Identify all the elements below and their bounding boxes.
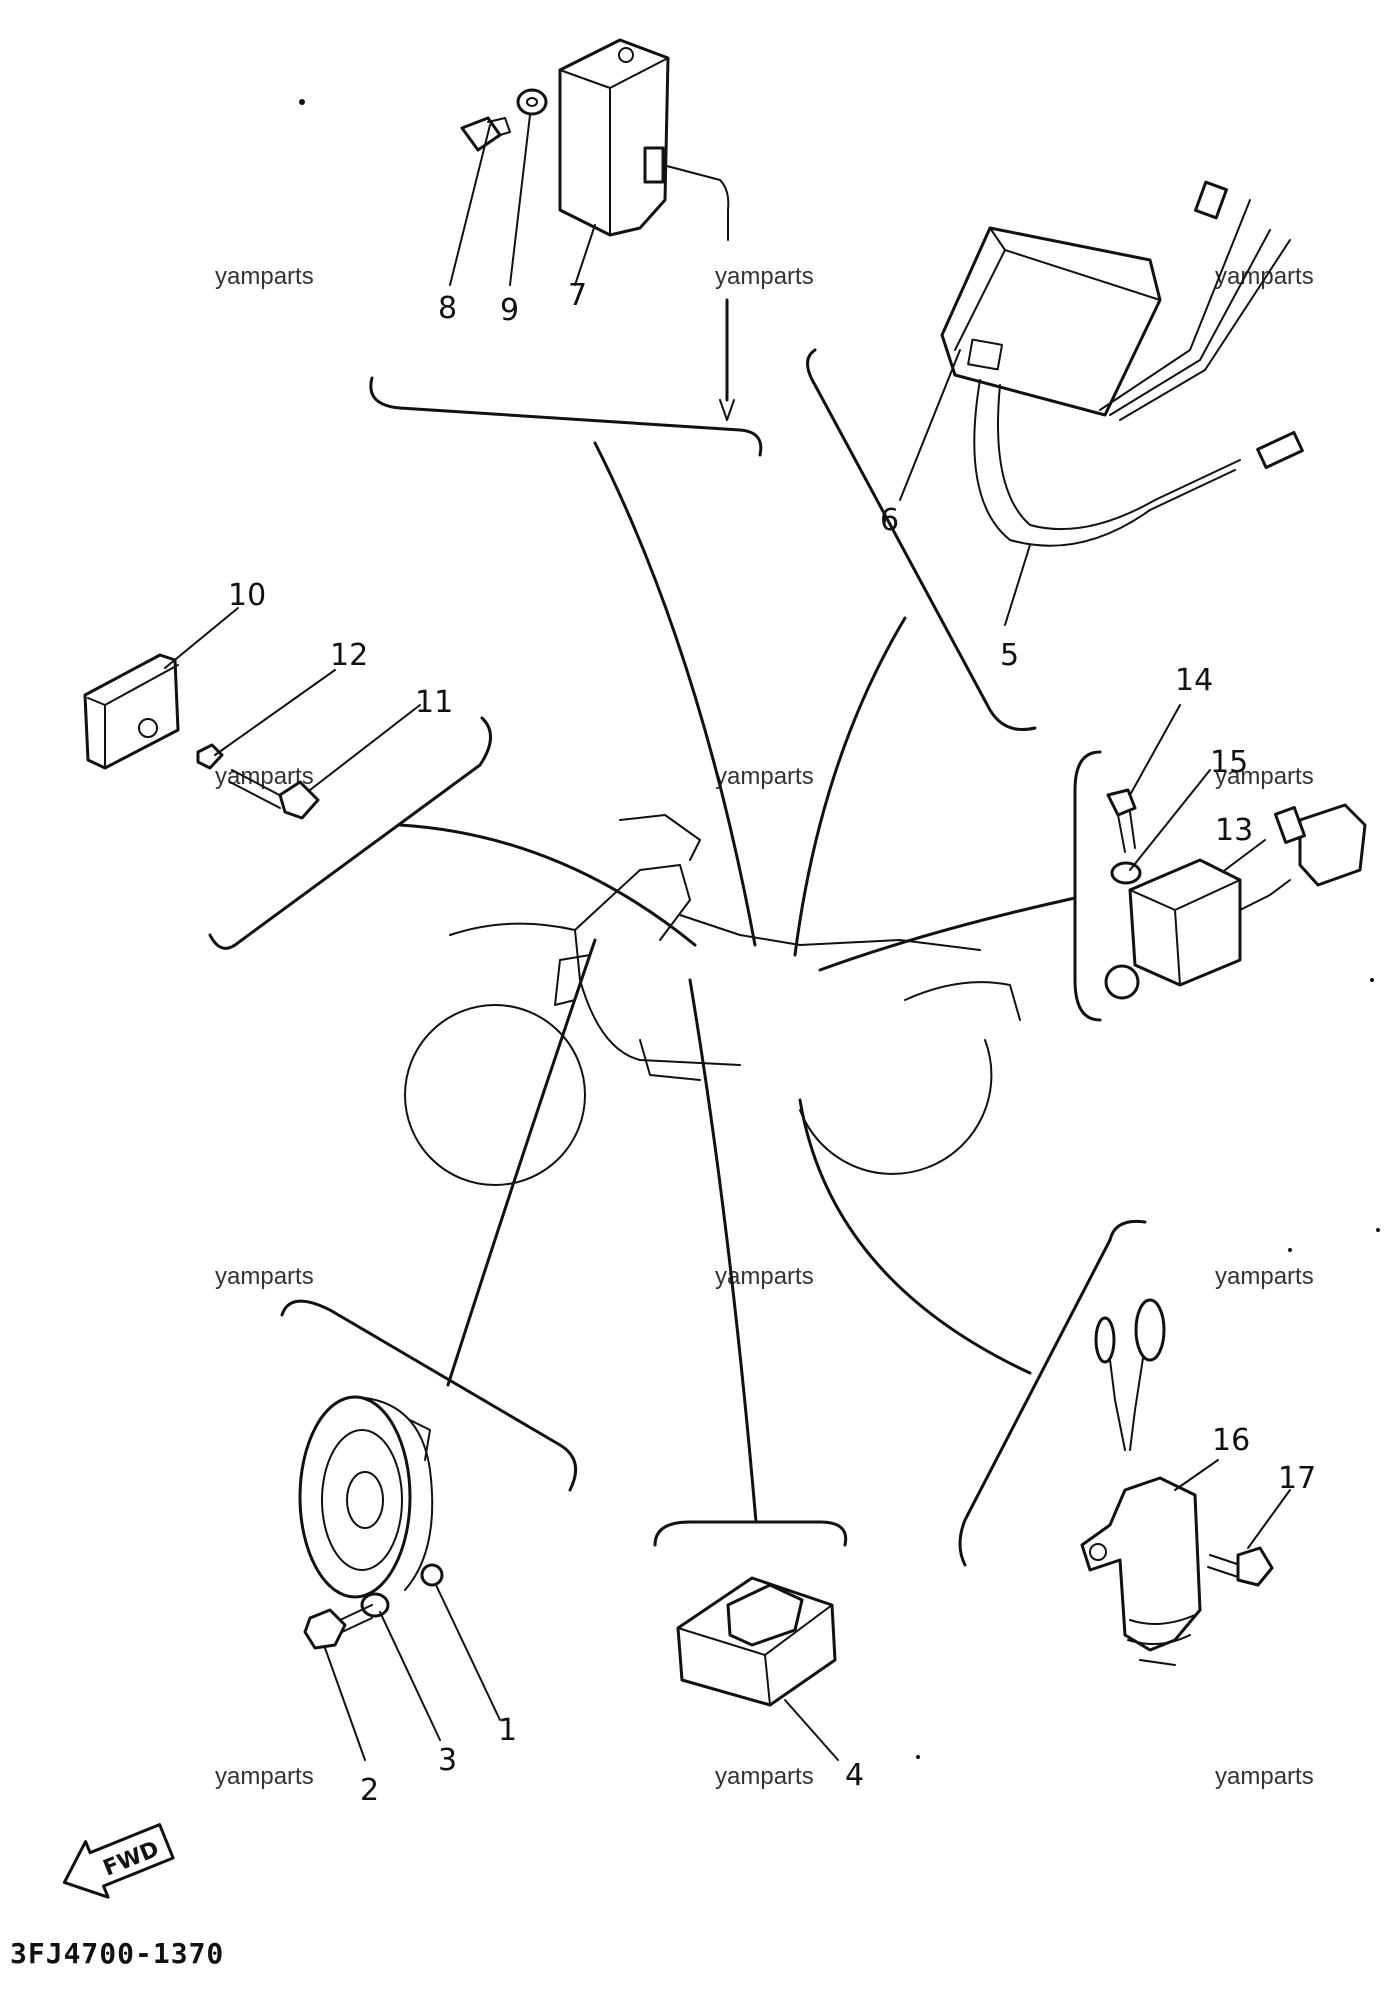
callout-1: 1 <box>498 1713 517 1748</box>
washer-part-15 <box>1110 861 1142 885</box>
callout-leaders <box>164 114 1291 1761</box>
coil-part-13 <box>1104 803 1367 1000</box>
group-brackets <box>208 348 1147 1567</box>
regulator-part-6 <box>940 226 1162 417</box>
callout-3: 3 <box>438 1743 457 1778</box>
callout-12: 12 <box>330 638 368 673</box>
watermark: yamparts <box>715 263 814 290</box>
callout-11: 11 <box>415 685 453 720</box>
bolt-part-11 <box>229 769 320 820</box>
watermark: yamparts <box>215 1763 314 1790</box>
leader-lines <box>398 441 1077 1524</box>
fwd-arrow: FWD <box>62 1823 175 1899</box>
callout-6: 6 <box>880 503 899 538</box>
motorcycle-outline <box>404 814 1021 1186</box>
relay-box-part-4 <box>676 1576 837 1707</box>
scan-specks <box>299 99 1380 1759</box>
horn-part-1 <box>298 1395 444 1599</box>
callout-4: 4 <box>845 1758 864 1793</box>
callout-17: 17 <box>1278 1461 1316 1496</box>
washer-part-3 <box>360 1592 390 1618</box>
callout-numbers: 1 2 3 4 5 6 7 8 9 10 11 12 13 14 15 16 1… <box>228 278 1316 1808</box>
callout-7: 7 <box>568 278 587 313</box>
callout-16: 16 <box>1212 1423 1250 1458</box>
watermark: yamparts <box>215 1263 314 1290</box>
diagram-code: 3FJ4700-1370 <box>10 1937 224 1970</box>
watermark: yamparts <box>1215 1263 1314 1290</box>
switch-part-16 <box>1080 1298 1202 1666</box>
watermarks: yamparts yamparts yamparts yamparts yamp… <box>215 263 1314 1790</box>
wire-harness-part-5 <box>973 180 1304 547</box>
relay-part-10 <box>83 653 180 770</box>
callout-14: 14 <box>1175 663 1213 698</box>
cdi-unit-part-7 <box>558 38 735 421</box>
bolt-part-2 <box>303 1604 373 1650</box>
callout-15: 15 <box>1210 745 1248 780</box>
watermark: yamparts <box>215 263 314 290</box>
watermark: yamparts <box>1215 763 1314 790</box>
watermark: yamparts <box>1215 263 1314 290</box>
callout-9: 9 <box>500 293 519 328</box>
bolt-part-8 <box>460 116 511 152</box>
callout-5: 5 <box>1000 638 1019 673</box>
watermark: yamparts <box>1215 1763 1314 1790</box>
bolt-part-14 <box>1106 788 1137 853</box>
callout-10: 10 <box>228 578 266 613</box>
washer-part-12 <box>196 743 224 770</box>
washer-part-9 <box>516 88 548 116</box>
callout-8: 8 <box>438 291 457 326</box>
callout-2: 2 <box>360 1773 379 1808</box>
bolt-part-17 <box>1207 1546 1274 1587</box>
callout-13: 13 <box>1215 813 1253 848</box>
watermark: yamparts <box>715 1763 814 1790</box>
watermark: yamparts <box>715 763 814 790</box>
